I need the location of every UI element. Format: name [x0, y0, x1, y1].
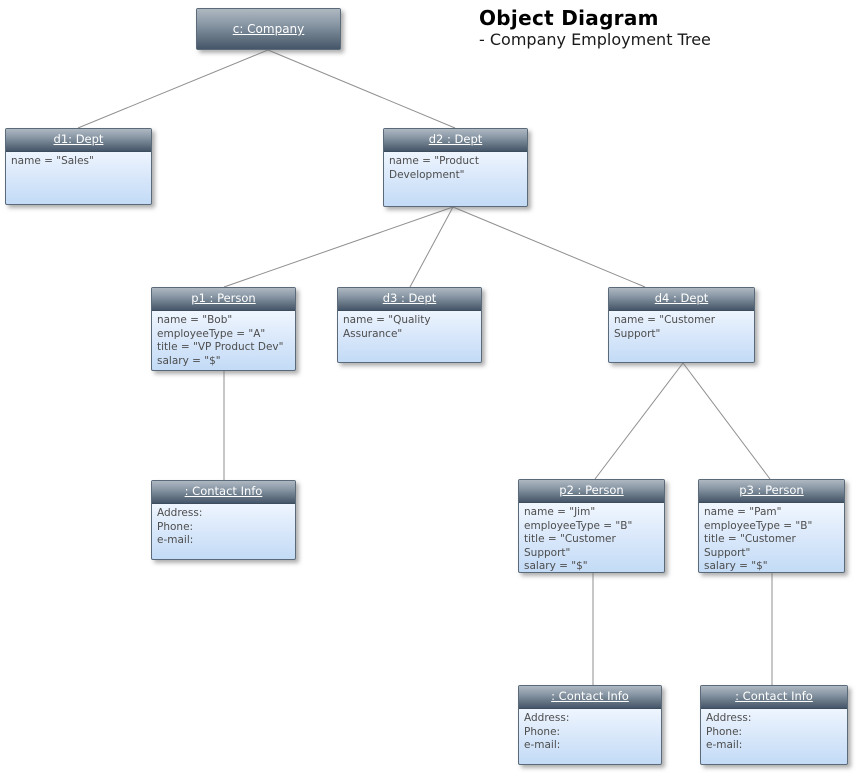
attribute-line: name = "Quality Assurance"	[343, 314, 431, 340]
attribute-line: name = "Customer Support"	[614, 314, 716, 340]
attribute-line: Address:	[157, 507, 203, 519]
node-attributes: name = "Bob" employeeType = "A" title = …	[152, 311, 295, 370]
node-attributes: name = "Sales"	[6, 152, 151, 204]
node-contact-info-2[interactable]: : Contact Info Address: Phone: e-mail:	[518, 685, 662, 765]
node-p1-person[interactable]: p1 : Person name = "Bob" employeeType = …	[151, 287, 296, 371]
node-attributes: Address: Phone: e-mail:	[701, 709, 847, 764]
node-title: d1: Dept	[6, 129, 151, 152]
node-contact-info-3[interactable]: : Contact Info Address: Phone: e-mail:	[700, 685, 848, 765]
node-title: : Contact Info	[152, 481, 295, 504]
node-title: d3 : Dept	[338, 288, 481, 311]
attribute-line: name = "Bob"	[157, 314, 233, 326]
attribute-line: Address:	[706, 712, 752, 724]
attribute-line: employeeType = "B"	[704, 519, 813, 532]
node-title: p2 : Person	[519, 480, 664, 503]
node-title: : Contact Info	[701, 686, 847, 709]
attribute-line: name = "Pam"	[704, 506, 782, 518]
node-attributes: name = "Product Development"	[384, 152, 527, 206]
attribute-line: Phone:	[524, 725, 561, 738]
diagram-subtitle: - Company Employment Tree	[479, 30, 711, 49]
connector-d4-p2	[594, 362, 684, 480]
node-d3-dept[interactable]: d3 : Dept name = "Quality Assurance"	[337, 287, 482, 363]
connector-d2-d4	[452, 206, 646, 288]
attribute-line: name = "Product Development"	[389, 155, 479, 181]
node-attributes: name = "Customer Support"	[609, 311, 754, 362]
connector-d2-p1	[223, 206, 454, 288]
node-title: d4 : Dept	[609, 288, 754, 311]
node-contact-info-1[interactable]: : Contact Info Address: Phone: e-mail:	[151, 480, 296, 560]
connector-d4-p3	[682, 362, 771, 480]
node-title: : Contact Info	[519, 686, 661, 709]
attribute-line: employeeType = "B"	[524, 519, 633, 532]
node-p3-person[interactable]: p3 : Person name = "Pam" employeeType = …	[698, 479, 845, 573]
node-d4-dept[interactable]: d4 : Dept name = "Customer Support"	[608, 287, 755, 363]
node-title: d2 : Dept	[384, 129, 527, 152]
node-title: p3 : Person	[699, 480, 844, 503]
attribute-line: employeeType = "A"	[157, 327, 266, 340]
attribute-line: title = "Customer Support"	[704, 533, 796, 559]
node-attributes: name = "Pam" employeeType = "B" title = …	[699, 503, 844, 572]
attribute-line: name = "Sales"	[11, 155, 94, 167]
attribute-line: name = "Jim"	[524, 506, 596, 518]
attribute-line: salary = "$"	[524, 560, 588, 572]
connector-company-d1	[77, 49, 269, 129]
attribute-line: e-mail:	[524, 739, 561, 751]
attribute-line: salary = "$"	[157, 354, 221, 367]
attribute-line: e-mail:	[157, 534, 194, 546]
node-d1-dept[interactable]: d1: Dept name = "Sales"	[5, 128, 152, 205]
node-title: c: Company	[197, 9, 340, 49]
attribute-line: Address:	[524, 712, 570, 724]
connector-d2-d3	[409, 206, 454, 288]
node-attributes: Address: Phone: e-mail:	[519, 709, 661, 764]
node-c-company[interactable]: c: Company	[196, 8, 341, 50]
attribute-line: Phone:	[706, 725, 743, 738]
node-attributes: name = "Quality Assurance"	[338, 311, 481, 362]
node-attributes: name = "Jim" employeeType = "B" title = …	[519, 503, 664, 572]
diagram-title-block: Object Diagram - Company Employment Tree	[479, 6, 711, 50]
attribute-line: salary = "$"	[704, 560, 768, 572]
node-p2-person[interactable]: p2 : Person name = "Jim" employeeType = …	[518, 479, 665, 573]
attribute-line: title = "Customer Support"	[524, 533, 616, 559]
node-d2-dept[interactable]: d2 : Dept name = "Product Development"	[383, 128, 528, 207]
connector-company-d2	[267, 49, 456, 129]
attribute-line: e-mail:	[706, 739, 743, 751]
attribute-line: Phone:	[157, 520, 194, 533]
node-title: p1 : Person	[152, 288, 295, 311]
diagram-title: Object Diagram	[479, 6, 659, 30]
node-attributes: Address: Phone: e-mail:	[152, 504, 295, 559]
attribute-line: title = "VP Product Dev"	[157, 341, 284, 353]
